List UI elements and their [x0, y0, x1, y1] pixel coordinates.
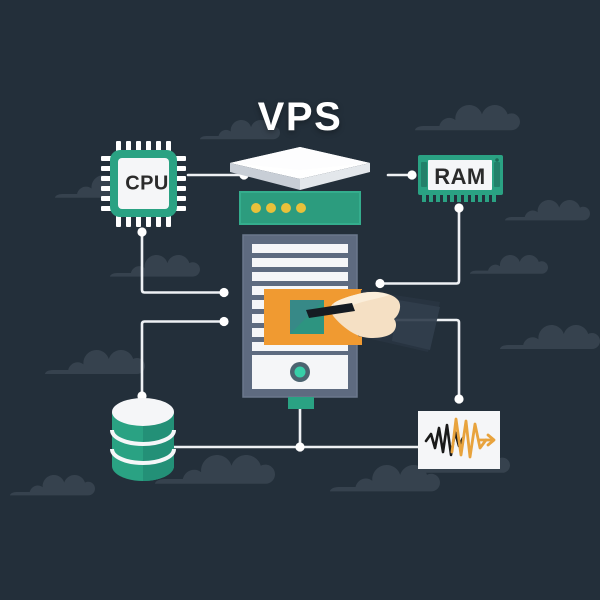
cpu-chip-icon[interactable] — [101, 141, 186, 227]
hand-inserting-card-icon[interactable] — [264, 289, 440, 352]
database-bands — [110, 429, 176, 466]
server-rack-bar-icon[interactable] — [239, 191, 361, 225]
connector-node-ram-down — [454, 203, 464, 213]
cpu-label-wrap: CPU — [118, 158, 176, 210]
ram-label-wrap: RAM — [425, 163, 495, 191]
rack-led-4 — [296, 203, 306, 213]
connector-node-tower-left-upper — [219, 287, 229, 298]
ram-label: RAM — [434, 164, 486, 189]
connector-ram-to-tower — [378, 206, 461, 285]
rack-led-3 — [281, 203, 291, 213]
rack-led-2 — [266, 203, 276, 213]
connector-node-ram-left — [407, 170, 417, 180]
held-card — [306, 303, 355, 318]
connector-node-cpu-down — [137, 227, 147, 237]
server-platform-icon[interactable] — [230, 147, 370, 190]
server-foot — [288, 397, 314, 409]
waveform-secondary — [450, 417, 488, 459]
connector-tower-to-monitor — [381, 318, 461, 401]
database-cylinder-icon[interactable] — [110, 398, 176, 481]
connector-tower-to-database — [140, 320, 226, 398]
connector-node-monitor-top — [454, 394, 464, 404]
connector-cpu-to-tower — [140, 230, 226, 294]
ram-module-icon[interactable] — [418, 155, 503, 202]
connector-node-tower-right-upper — [375, 278, 385, 289]
waveform-monitor-icon[interactable] — [418, 411, 500, 469]
waveform-primary — [424, 423, 465, 457]
server-power-button — [294, 366, 306, 378]
hand — [330, 291, 401, 338]
connector-node-bus-center — [295, 442, 305, 452]
rack-led-1 — [251, 203, 261, 213]
cpu-label: CPU — [125, 172, 169, 195]
waveform-arrow — [478, 433, 496, 447]
connector-node-tower-left-lower — [219, 316, 229, 327]
